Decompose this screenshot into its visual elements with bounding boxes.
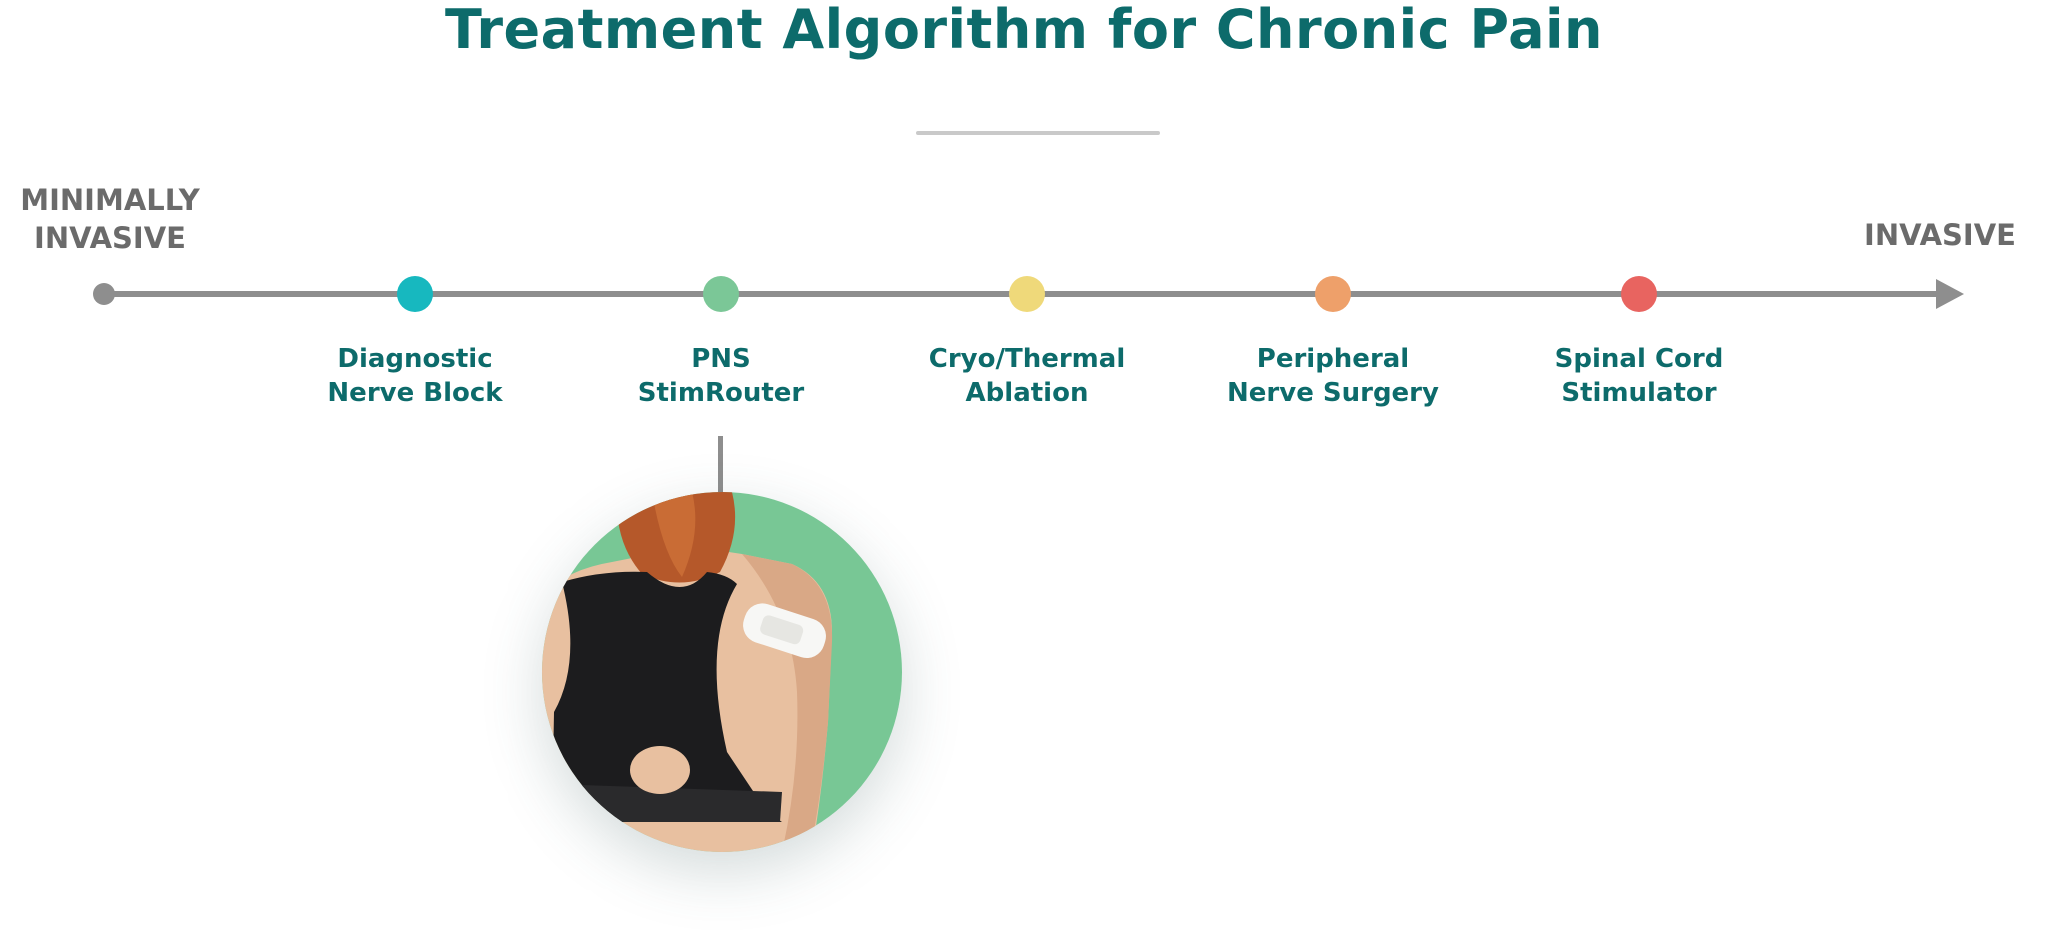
sports-bra: [552, 571, 782, 822]
sports-bra-band: [552, 784, 782, 822]
stage-dot-peripheral-nerve-surgery: [1315, 276, 1351, 312]
stage-label-line1: Spinal Cord: [1554, 344, 1724, 374]
stage-label-diagnostic-nerve-block: Diagnostic Nerve Block: [285, 342, 545, 410]
stage-label-line2: Stimulator: [1561, 378, 1717, 408]
stage-connector-line: [718, 436, 723, 492]
page-title: Treatment Algorithm for Chronic Pain: [445, 0, 1603, 61]
axis-arrowhead: [1936, 279, 1964, 309]
stage-label-line2: Nerve Block: [327, 378, 503, 408]
minimally-invasive-label-line1: MINIMALLY: [20, 183, 200, 217]
title-divider: [916, 131, 1160, 135]
hair-highlight: [652, 492, 696, 577]
stimrouter-patient-photo: [542, 492, 902, 852]
stage-label-cryo-thermal-ablation: Cryo/Thermal Ablation: [897, 342, 1157, 410]
axis-start-dot: [93, 283, 115, 305]
stimrouter-device: [743, 603, 826, 659]
stage-label-line1: Diagnostic: [337, 344, 493, 374]
stage-label-line1: Peripheral: [1256, 344, 1410, 374]
stage-label-pns-stimrouter: PNS StimRouter: [591, 342, 851, 410]
stage-label-line2: StimRouter: [637, 378, 805, 408]
sports-bra-cutout: [630, 746, 690, 794]
stage-dot-pns-stimrouter: [703, 276, 739, 312]
invasive-label: INVASIVE: [1864, 218, 2016, 252]
stage-label-spinal-cord-stimulator: Spinal Cord Stimulator: [1509, 342, 1769, 410]
patient-illustration: [542, 492, 902, 852]
stage-label-line2: Ablation: [965, 378, 1089, 408]
stage-dot-spinal-cord-stimulator: [1621, 276, 1657, 312]
minimally-invasive-label-line2: INVASIVE: [34, 221, 186, 255]
stage-dot-diagnostic-nerve-block: [397, 276, 433, 312]
stage-dot-cryo-thermal-ablation: [1009, 276, 1045, 312]
stage-label-line1: Cryo/Thermal: [928, 344, 1126, 374]
stage-label-line1: PNS: [691, 344, 751, 374]
stage-label-line2: Nerve Surgery: [1227, 378, 1439, 408]
stage-label-peripheral-nerve-surgery: Peripheral Nerve Surgery: [1203, 342, 1463, 410]
minimally-invasive-label: MINIMALLY INVASIVE: [0, 181, 220, 257]
